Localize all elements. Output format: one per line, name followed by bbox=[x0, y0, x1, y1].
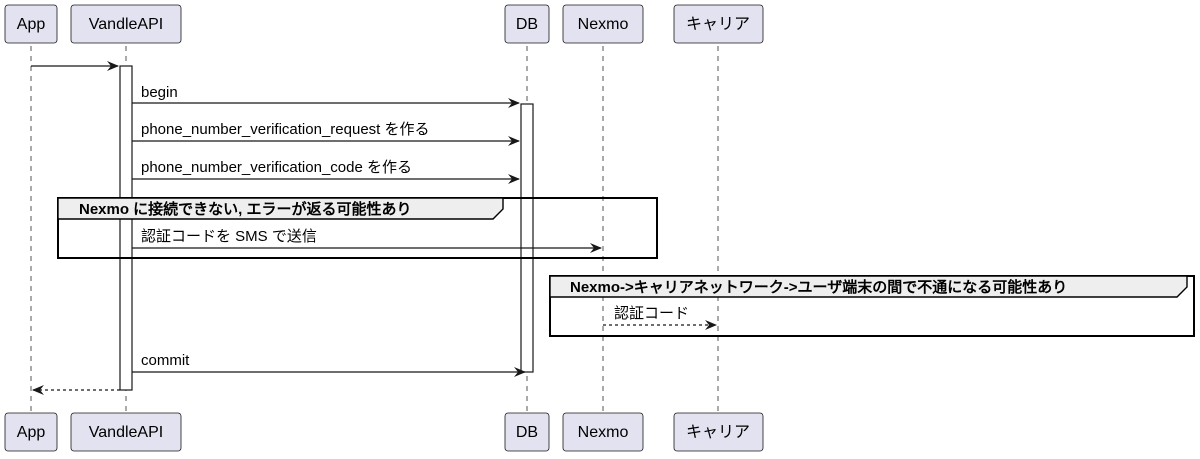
participant-app: App bbox=[4, 4, 58, 44]
svg-text:キャリア: キャリア bbox=[686, 16, 750, 33]
frame-label: Nexmo に接続できない, エラーが返る可能性あり bbox=[79, 200, 412, 218]
svg-text:Nexmo: Nexmo bbox=[578, 424, 629, 441]
message-label: phone_number_verification_request を作る bbox=[141, 121, 430, 138]
participant-vandleapi: VandleAPI bbox=[70, 4, 182, 44]
participant-nexmo: Nexmo bbox=[562, 412, 644, 452]
activation-db bbox=[520, 103, 534, 373]
participant-db: DB bbox=[504, 4, 550, 44]
svg-text:App: App bbox=[17, 16, 46, 33]
svg-text:VandleAPI: VandleAPI bbox=[89, 424, 163, 441]
frame-nexmo-error: Nexmo に接続できない, エラーが返る可能性あり bbox=[57, 197, 658, 259]
svg-text:DB: DB bbox=[516, 424, 538, 441]
message-label: commit bbox=[141, 352, 190, 369]
frame-tab bbox=[57, 197, 504, 220]
svg-text:App: App bbox=[17, 424, 46, 441]
participant-db: DB bbox=[504, 412, 550, 452]
participants-top: App VandleAPI DB Nexmo キャリア bbox=[4, 4, 764, 44]
frame-label: Nexmo->キャリアネットワーク->ユーザ端末の間で不通になる可能性あり bbox=[570, 278, 1067, 296]
message-label: 認証コード bbox=[614, 305, 689, 322]
participant-carrier: キャリア bbox=[673, 4, 764, 44]
frame-tab bbox=[549, 275, 1188, 298]
participant-carrier: キャリア bbox=[673, 412, 764, 452]
message-label: phone_number_verification_code を作る bbox=[141, 159, 412, 176]
lifelines bbox=[30, 46, 719, 412]
participant-nexmo: Nexmo bbox=[562, 4, 644, 44]
message-label: begin bbox=[141, 84, 178, 101]
svg-text:VandleAPI: VandleAPI bbox=[89, 16, 163, 33]
svg-text:DB: DB bbox=[516, 16, 538, 33]
svg-text:Nexmo: Nexmo bbox=[578, 16, 629, 33]
frame-carrier-network: Nexmo->キャリアネットワーク->ユーザ端末の間で不通になる可能性あり bbox=[549, 275, 1195, 337]
participant-vandleapi: VandleAPI bbox=[70, 412, 182, 452]
participant-app: App bbox=[4, 412, 58, 452]
message-label: 認証コードを SMS で送信 bbox=[141, 228, 317, 245]
svg-text:キャリア: キャリア bbox=[686, 424, 750, 441]
messages: begin phone_number_verification_request … bbox=[31, 61, 717, 395]
activation-vandleapi bbox=[119, 65, 133, 391]
participants-bottom: App VandleAPI DB Nexmo キャリア bbox=[4, 412, 764, 452]
